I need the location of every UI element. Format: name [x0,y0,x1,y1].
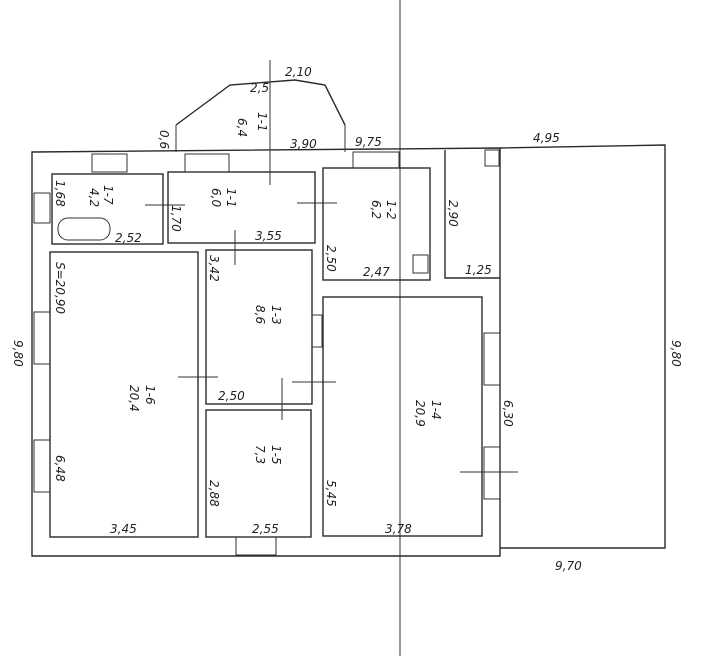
annex-top: 4,95 [533,131,560,145]
room-1-5-area: 7,3 [253,445,267,464]
room-1-6-id: 1-6 [143,385,157,405]
room-1-3-id: 1-3 [269,305,283,325]
room-1-1-h: 1,70 [169,205,183,232]
room-1-2-area: 6,2 [369,200,383,219]
room-1-7-w: 2,52 [115,231,142,245]
room-1-5-w: 2,55 [252,522,279,536]
room-1-5 [205,409,312,538]
bathtub-icon [57,217,111,241]
room-1-1 [167,171,316,244]
room-1-6-extra: S=20,90 [53,262,67,314]
bay-dim-top: 2,10 [285,65,312,79]
room-1-2-w: 2,47 [363,265,390,279]
windows [33,151,501,556]
outer-top-a: 3,90 [290,137,317,151]
outer-left-height: 9,80 [11,340,25,367]
room-1-4-side: 6,30 [501,400,515,427]
room-1-3-h: 3,42 [207,255,221,282]
bay-dim-left: 2,5 [250,81,269,95]
stove-icon [412,254,429,274]
room-1-6-w: 3,45 [110,522,137,536]
outer-bottom: 9,70 [555,559,582,573]
room-1-5-id: 1-5 [269,445,283,465]
room-1-1-id: 1-1 [224,188,238,208]
room-1-4-h: 5,45 [324,480,338,507]
annex-w: 1,25 [465,263,492,277]
room-1-4-w: 3,78 [385,522,412,536]
bay-area: 6,4 [235,118,249,137]
outer-top-b: 9,75 [355,135,382,149]
room-1-7-area: 4,2 [87,188,101,207]
bay-room-id: 1-1 [255,112,269,132]
room-1-5-h: 2,88 [207,480,221,507]
room-1-6-area: 20,4 [127,385,141,412]
room-1-7 [51,173,164,245]
annex-wall [499,144,666,549]
annex-depth: 2,90 [446,200,460,227]
room-1-2-h: 2,50 [324,245,338,272]
room-1-4-area: 20,9 [413,400,427,427]
room-1-7-id: 1-7 [101,185,115,205]
room-1-6 [49,251,199,538]
room-1-4 [322,296,483,537]
room-1-6-h: 6,48 [53,455,67,482]
outer-wall [31,147,501,557]
room-1-2-id: 1-2 [384,200,398,220]
room-1-4-id: 1-4 [429,400,443,420]
room-1-3-w: 2,50 [218,389,245,403]
outer-right-height: 9,80 [669,340,683,367]
room-1-1-w: 3,55 [255,229,282,243]
room-1-7-h: 1,68 [53,180,67,207]
bay-window [175,79,346,126]
room-1-2 [322,167,431,281]
bay-side: 0,6 [157,130,171,149]
room-1-3-area: 8,6 [253,305,267,324]
annex-partition [444,150,500,279]
room-1-1-area: 6,0 [209,188,223,207]
